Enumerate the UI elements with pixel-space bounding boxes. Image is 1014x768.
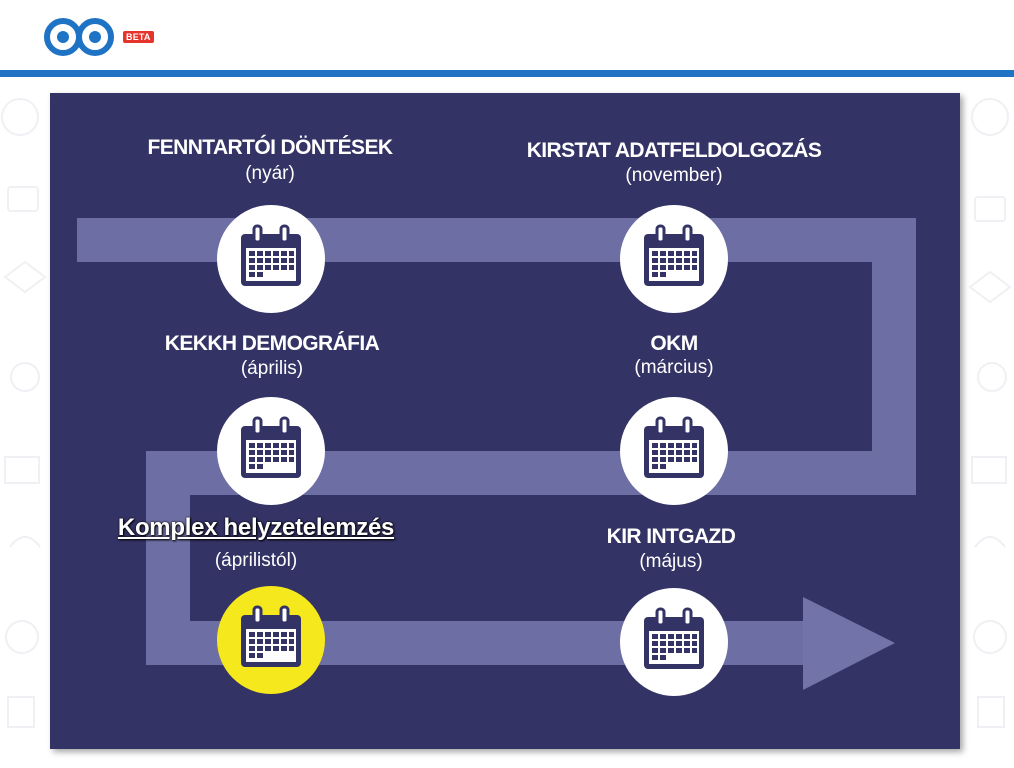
step-period: (március) (634, 357, 714, 378)
calendar-step-node (217, 397, 325, 505)
flow-arrow (77, 218, 916, 690)
step-title: OKM (650, 332, 698, 355)
infinity-eyes-logo-icon[interactable] (43, 16, 115, 58)
step-period: (november) (625, 165, 723, 186)
step-title: FENNTARTÓI DÖNTÉSEK (147, 136, 393, 159)
site-header: BETA (0, 0, 1014, 70)
calendar-icon (241, 416, 301, 478)
step-period: (áprilistól) (214, 550, 298, 571)
timeline-diagram: FENNTARTÓI DÖNTÉSEK (nyár) KIRSTAT ADATF… (50, 93, 960, 749)
calendar-step-node-active[interactable] (217, 586, 325, 694)
calendar-icon (644, 416, 704, 478)
step-title: KIR INTGAZD (606, 525, 736, 548)
step-period: (nyár) (245, 163, 295, 184)
komplex-helyzetelemzes-link[interactable]: Komplex helyzetelemzés (117, 514, 395, 541)
calendar-step-node (620, 397, 728, 505)
step-period: (április) (240, 358, 304, 379)
calendar-icon (241, 605, 301, 667)
calendar-step-node (620, 205, 728, 313)
header-divider (0, 70, 1014, 77)
step-period: (május) (639, 551, 703, 572)
calendar-icon (644, 224, 704, 286)
calendar-step-node (620, 588, 728, 696)
background-pattern (1, 98, 1012, 728)
calendar-icon (241, 224, 301, 286)
step-title: KEKKH DEMOGRÁFIA (164, 332, 380, 355)
calendar-icon (644, 607, 704, 669)
beta-badge: BETA (123, 31, 154, 43)
calendar-step-node (217, 205, 325, 313)
step-title: KIRSTAT ADATFELDOLGOZÁS (526, 139, 822, 162)
